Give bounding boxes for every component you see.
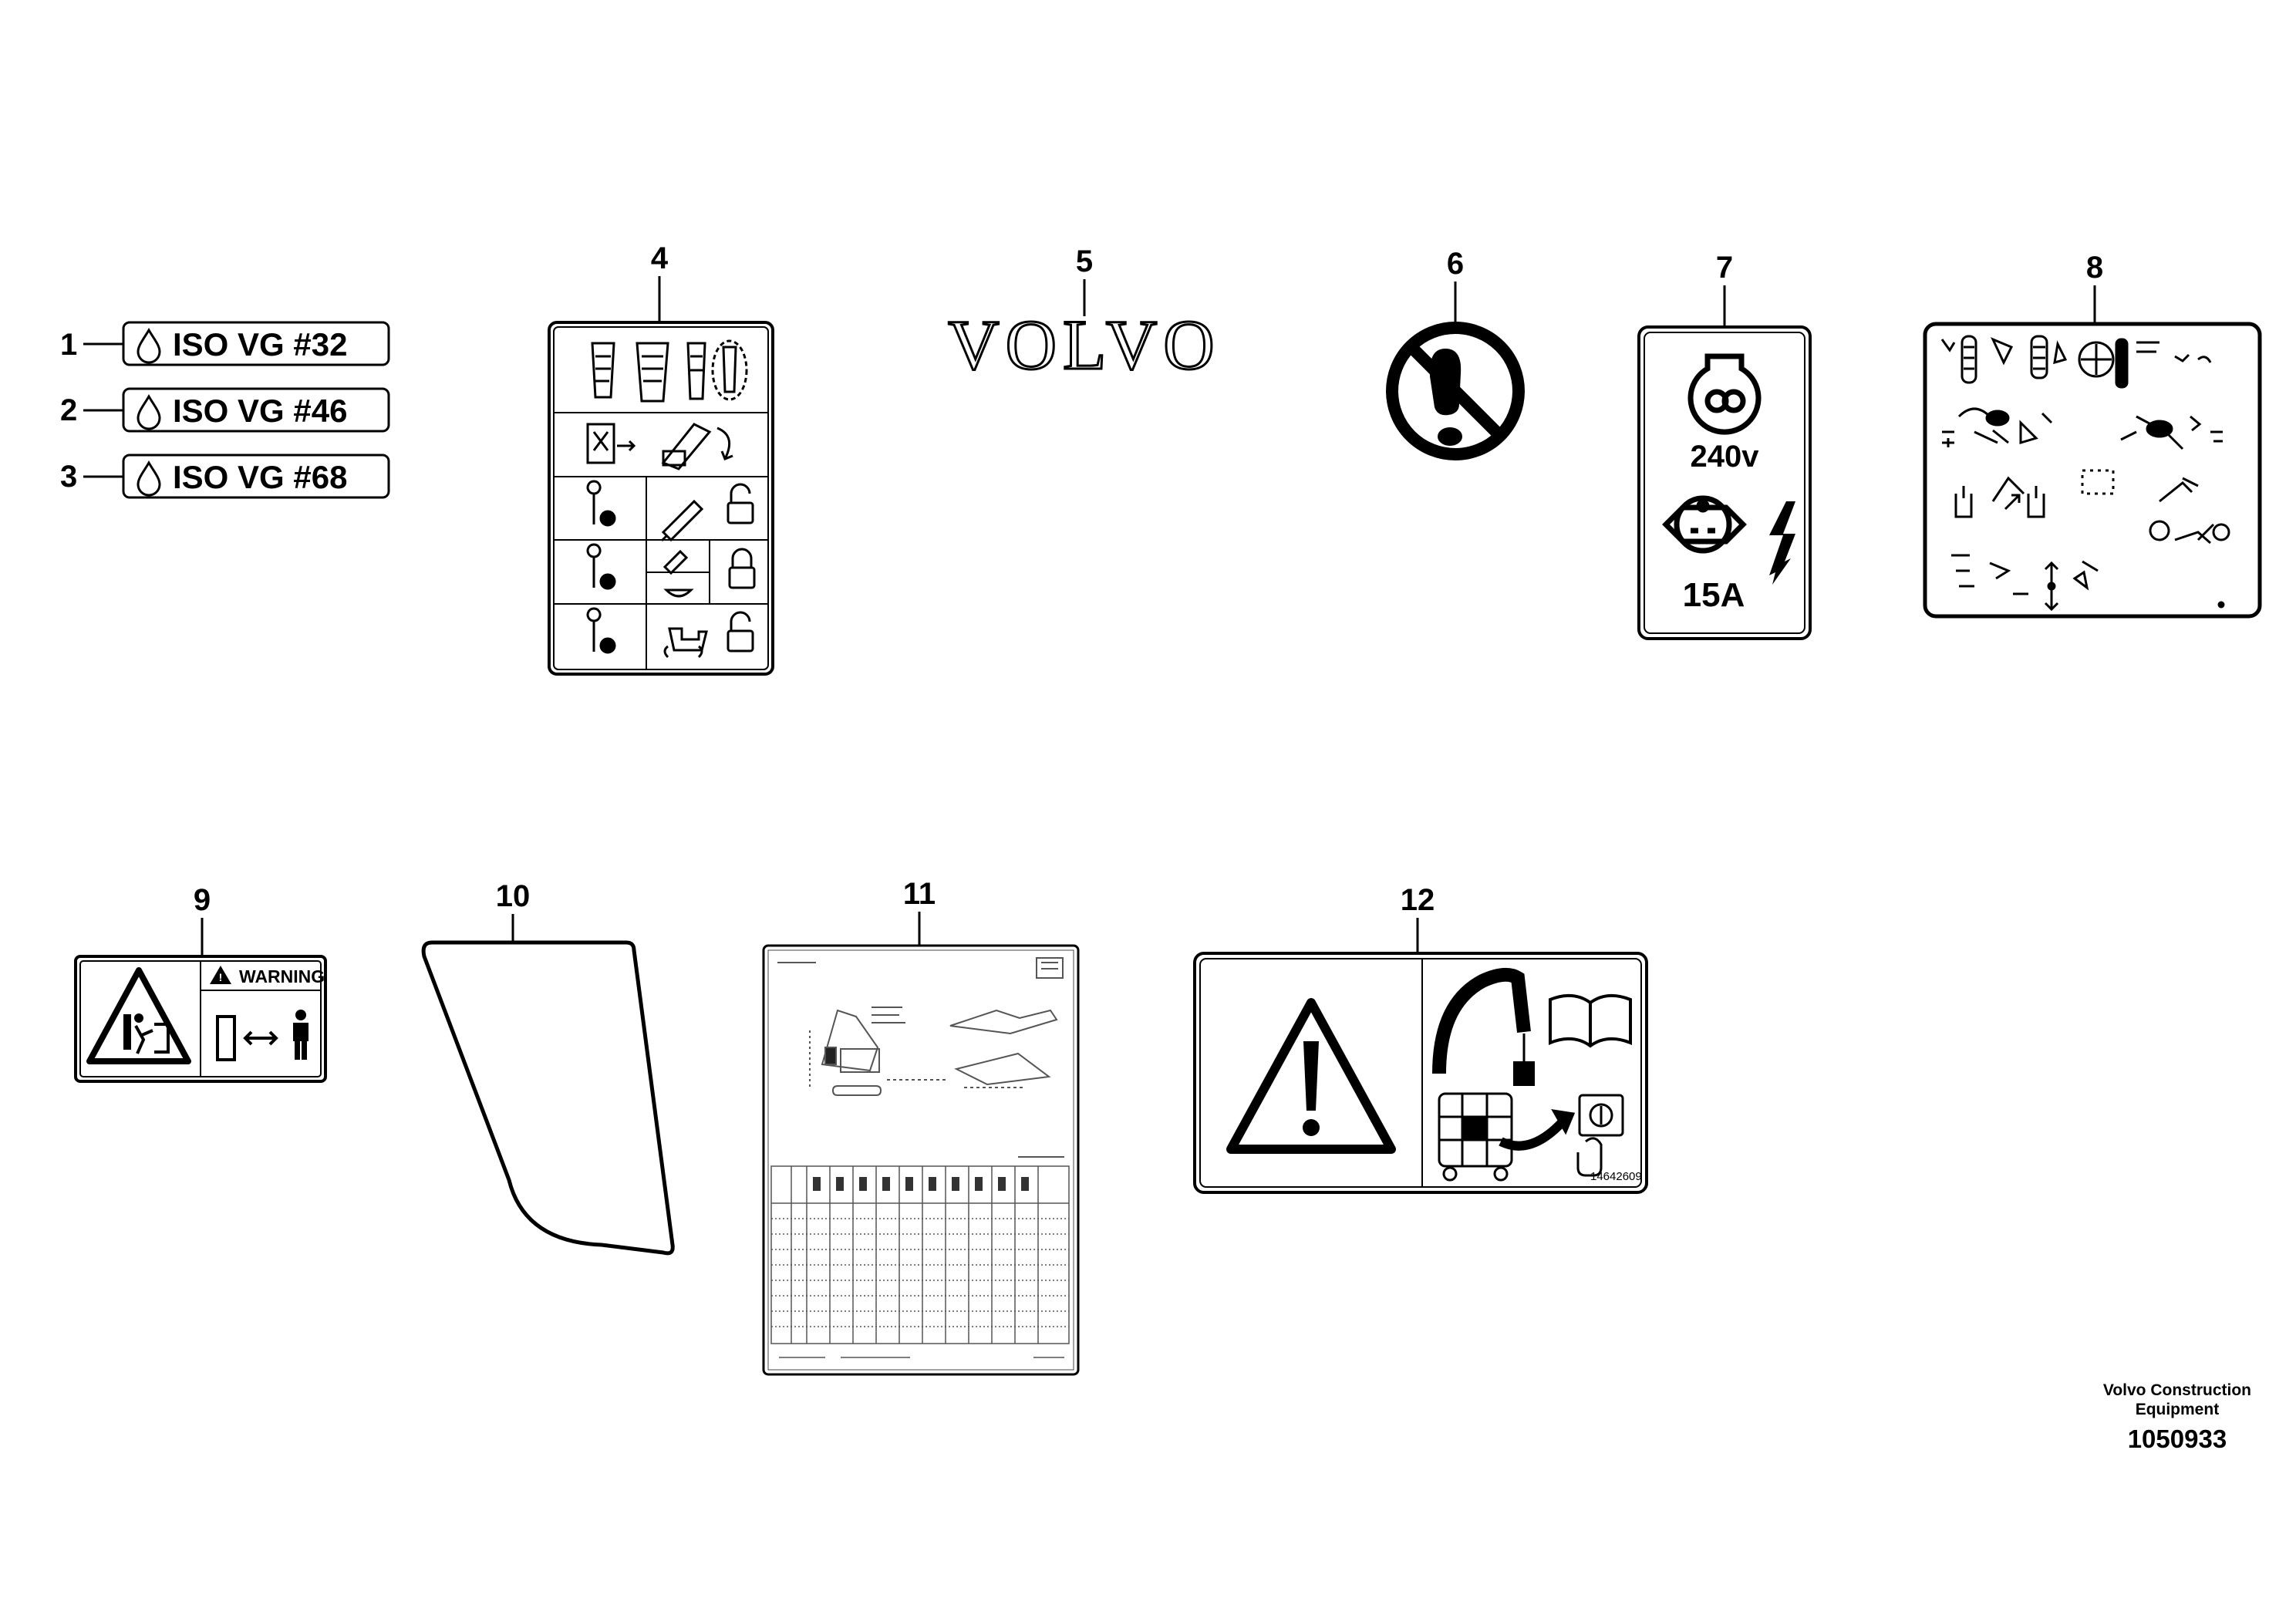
padlock-icon (731, 548, 753, 568)
key-switch-icon (1576, 1094, 1624, 1177)
no-step-icon (1386, 322, 1525, 460)
control-panel-icon (1438, 1092, 1576, 1182)
padlock-icon (730, 611, 751, 631)
load-chart-decal: 11 (762, 877, 1080, 1376)
excavator-icon (1432, 967, 1535, 1086)
crush-hazard-icon (86, 967, 191, 1064)
droplet-icon (137, 394, 161, 430)
socket-icon (1662, 495, 1747, 554)
padlock-icon (727, 501, 754, 524)
power-outlet-icon (1687, 353, 1762, 435)
safety-manual-decal: 12 1464 (1193, 883, 1648, 1194)
manual-book-icon (1549, 993, 1632, 1048)
callout-7: 7 (1716, 251, 1733, 285)
oil-label-68 (122, 454, 390, 499)
warning-heading: WARNING (239, 966, 325, 986)
oil-label-46 (122, 387, 390, 433)
company-name-line1: Volvo Construction (2102, 1381, 2251, 1399)
volvo-logo-decal: 5 VOLVO (947, 244, 1221, 386)
oil-label-46-text: ISO VG #46 (173, 393, 347, 429)
company-name-line2: Equipment (2135, 1401, 2220, 1418)
part-code-text: 14642609 (1590, 1170, 1642, 1183)
callout-11: 11 (903, 877, 936, 911)
callout-6: 6 (1447, 247, 1464, 281)
no-step-decal: 6 (1386, 247, 1525, 460)
callout-12: 12 (1401, 883, 1435, 917)
padlock-icon (727, 629, 754, 653)
oil-label-group: 1 ISO VG #32 2 ISO VG #46 3 ISO VG #68 (60, 321, 390, 499)
drawing-number: 1050933 (2127, 1425, 2227, 1453)
power-outlet-decal: 7 240v 15A (1637, 251, 1812, 640)
warning-triangle-icon: ! (210, 966, 231, 984)
lightning-icon (1769, 501, 1795, 585)
droplet-icon (137, 460, 161, 497)
svg-text:!: ! (219, 971, 223, 983)
window-film-decal: 10 (421, 879, 675, 1256)
operating-pattern-decal: 8 (1923, 251, 2262, 619)
person-icon (293, 1010, 308, 1060)
exclamation-icon (1226, 998, 1396, 1154)
callout-5: 5 (1076, 244, 1093, 278)
voltage-text: 240v (1691, 440, 1760, 474)
droplet-icon (137, 328, 161, 364)
title-block: Volvo Construction Equipment 1050933 (2103, 1381, 2251, 1456)
padlock-icon (730, 483, 751, 503)
callout-2: 2 (60, 393, 77, 427)
volvo-wordmark: VOLVO (948, 305, 1221, 384)
padlock-icon (728, 566, 756, 589)
callout-4: 4 (651, 241, 669, 275)
oil-label-32-text: ISO VG #32 (173, 326, 347, 363)
control-pattern-decal: 4 (548, 241, 774, 676)
callout-9: 9 (194, 883, 211, 917)
oil-label-68-text: ISO VG #68 (173, 459, 347, 495)
oil-label-32 (122, 321, 390, 366)
keep-distance-icon (216, 1015, 278, 1061)
warning-decal: 9 ! WARNING (74, 883, 327, 1083)
callout-10: 10 (496, 879, 531, 913)
callout-8: 8 (2086, 251, 2103, 285)
callout-1: 1 (60, 328, 77, 362)
callout-3: 3 (60, 460, 77, 494)
current-text: 15A (1683, 576, 1745, 614)
